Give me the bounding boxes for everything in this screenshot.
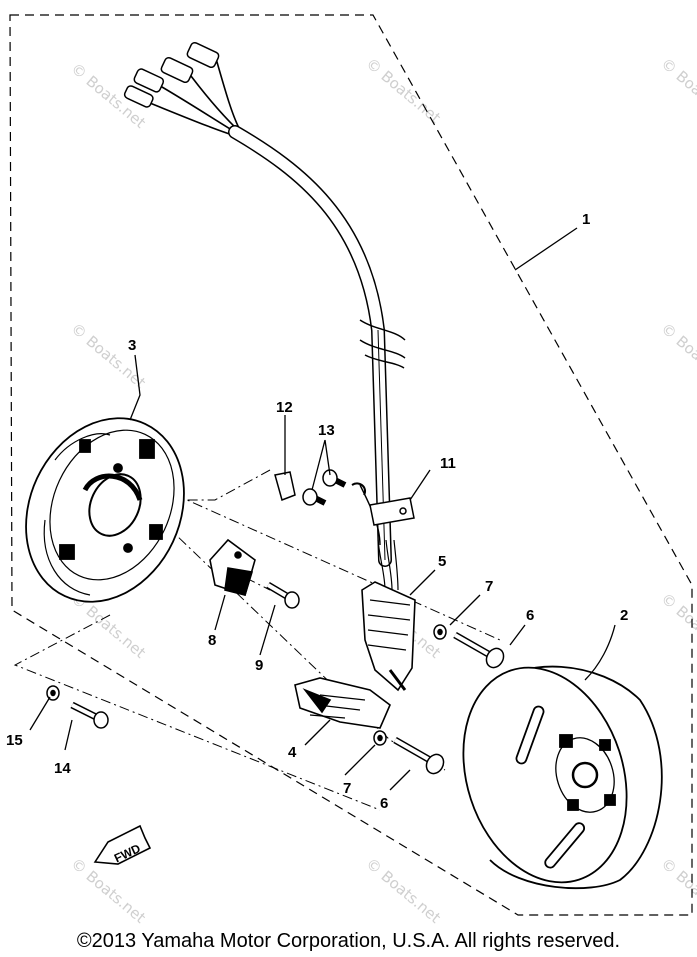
callout-1: 1	[582, 211, 590, 228]
callout-7b: 7	[343, 780, 351, 797]
callout-8: 8	[208, 632, 216, 649]
watermark: © Boats.net	[362, 854, 444, 927]
fwd-arrow: FWD	[93, 824, 152, 865]
callout-13: 13	[318, 422, 335, 439]
callout-3: 3	[128, 337, 136, 354]
callout-4: 4	[288, 744, 297, 761]
callout-12: 12	[276, 399, 293, 416]
watermark: © Boats.net	[657, 319, 697, 392]
wire-clamp	[369, 497, 415, 526]
fasteners	[46, 469, 505, 775]
callout-15: 15	[6, 732, 23, 749]
wire-connectors	[123, 41, 220, 108]
callout-11: 11	[440, 455, 456, 472]
leader-lines	[29, 227, 616, 791]
charging-coil	[361, 581, 416, 692]
parts-diagram: © Boats.net © Boats.net © Boats.net © Bo…	[6, 14, 697, 927]
part-callouts: 1 2 3 4 5 6 6 7 7 8 9 11 12 13 14 15	[6, 211, 628, 812]
watermark: © Boats.net	[67, 319, 149, 392]
callout-7a: 7	[485, 578, 493, 595]
callout-5: 5	[438, 553, 446, 570]
watermark: © Boats.net	[657, 54, 697, 127]
watermark: © Boats.net	[362, 54, 444, 127]
ground-lead	[351, 482, 366, 496]
stator-base-plate	[25, 417, 185, 603]
callout-6b: 6	[380, 795, 388, 812]
watermark: © Boats.net	[657, 854, 697, 927]
copyright-notice: ©2013 Yamaha Motor Corporation, U.S.A. A…	[76, 930, 621, 952]
callout-2: 2	[620, 607, 628, 624]
callout-14: 14	[54, 760, 71, 777]
watermark: © Boats.net	[657, 589, 697, 662]
pulser-coil	[209, 538, 256, 597]
assembly-boundary	[9, 14, 693, 916]
callout-9: 9	[255, 657, 263, 674]
source-coil	[294, 677, 391, 729]
callout-6a: 6	[526, 607, 534, 624]
watermark: © Boats.net	[67, 854, 149, 927]
flywheel-rotor	[462, 665, 663, 890]
